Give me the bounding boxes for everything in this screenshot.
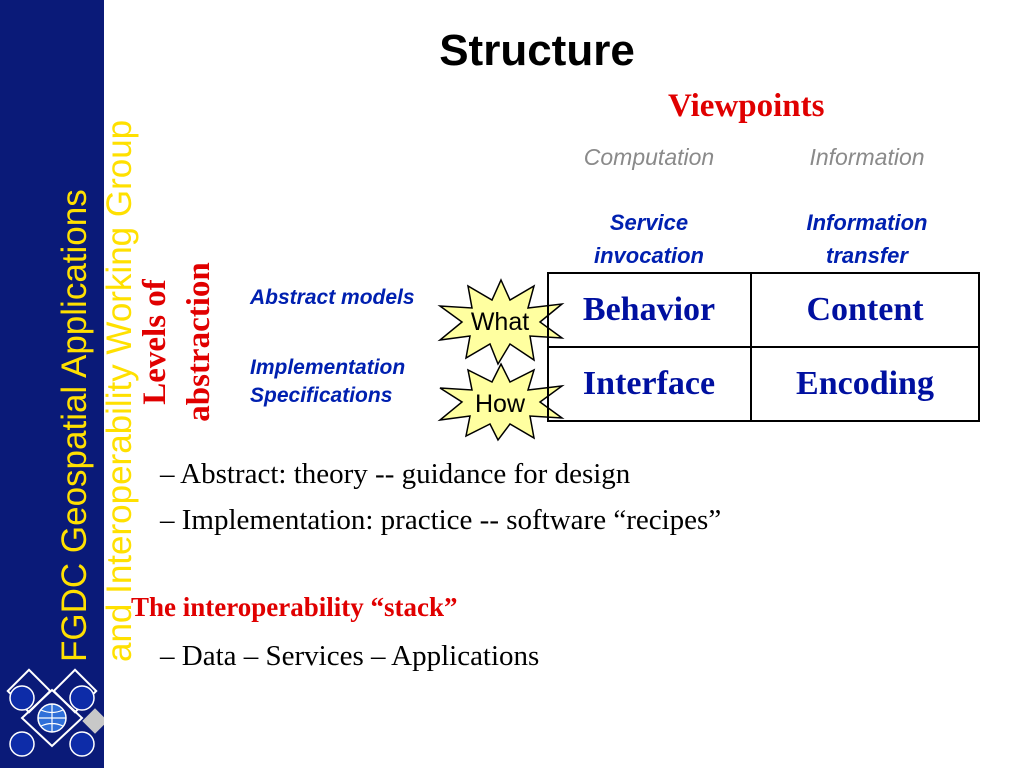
cell-encoding: Encoding (796, 365, 934, 402)
cell-content: Content (806, 291, 924, 328)
levels-of-abstraction-label: Levels of abstraction (133, 244, 221, 440)
column-sub-line1: Information (806, 210, 928, 235)
stack-heading: The interoperability “stack” (131, 592, 458, 622)
column-sub-information-transfer: Information transfer (767, 206, 967, 272)
column-sub-line2: invocation (593, 243, 704, 268)
row-label-line1: Implementation (250, 356, 406, 379)
cell-behavior: Behavior (582, 291, 716, 328)
how-burst-label: How (475, 390, 526, 418)
bullet-implementation: – Implementation: practice -- software “… (160, 504, 722, 536)
globe-logo-icon (0, 668, 104, 768)
sidebar-title: FGDC Geospatial Applications and Interop… (52, 120, 142, 662)
column-sub-line1: Service (609, 210, 689, 235)
column-head-information: Information (809, 144, 925, 170)
row-label-line2: Specifications (250, 384, 393, 407)
column-head-computation: Computation (583, 144, 715, 170)
bullet-stack-items: – Data – Services – Applications (160, 640, 540, 672)
column-sub-service-invocation: Service invocation (549, 206, 749, 272)
what-burst-icon: What (437, 278, 565, 366)
column-sub-line2: transfer (826, 243, 908, 268)
what-burst-label: What (471, 308, 529, 336)
row-label-abstract-models: Abstract models (250, 286, 415, 309)
sidebar: FGDC Geospatial Applications and Interop… (0, 0, 139, 768)
grid-divider-horizontal (549, 346, 978, 348)
how-burst-icon: How (437, 362, 565, 442)
levels-line1: Levels of (137, 279, 173, 405)
viewpoint-grid: Behavior Content Interface Encoding (547, 272, 980, 422)
cell-interface: Interface (582, 365, 716, 402)
bullet-abstract: – Abstract: theory -- guidance for desig… (160, 458, 631, 490)
row-label-implementation: Implementation Specifications (250, 354, 405, 410)
viewpoints-heading: Viewpoints (668, 88, 825, 124)
page-title: Structure (439, 26, 635, 75)
levels-line2: abstraction (181, 262, 217, 422)
sidebar-title-line1: FGDC Geospatial Applications (55, 189, 94, 662)
